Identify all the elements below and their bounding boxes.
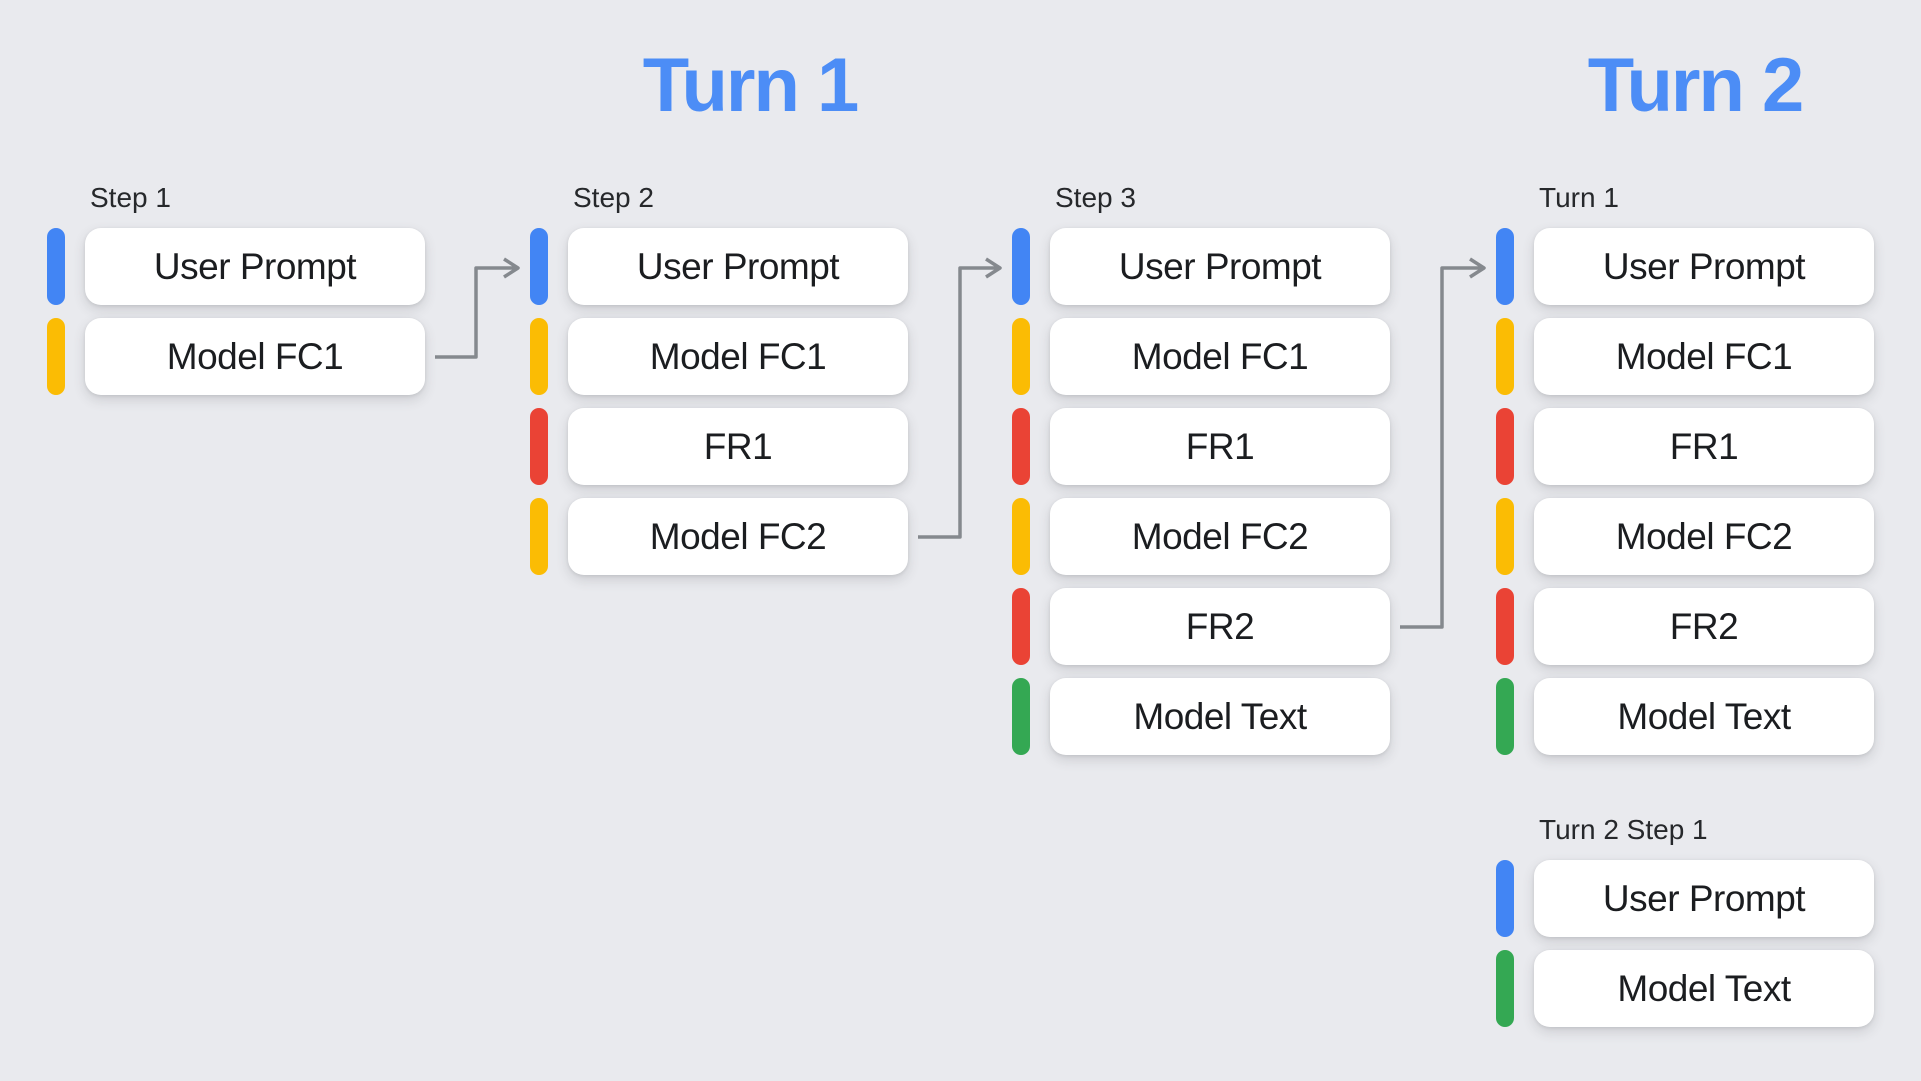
role-color-bar <box>1012 228 1030 305</box>
message-label: FR1 <box>703 425 773 467</box>
role-color-bar <box>1496 950 1514 1027</box>
role-color-bar <box>1496 588 1514 665</box>
message-box: FR1 <box>1534 408 1874 485</box>
column-turn-1-history: Turn 1 User Prompt Model FC1 FR1 Model F… <box>1496 184 1874 768</box>
message-box: Model FC1 <box>85 318 425 395</box>
message-box: Model FC1 <box>568 318 908 395</box>
message-label: FR2 <box>1185 605 1255 647</box>
message-row: Model FC1 <box>1496 318 1874 395</box>
message-row: User Prompt <box>530 228 908 305</box>
arrow-step2-to-step3-icon <box>918 257 1002 539</box>
message-box: User Prompt <box>1534 860 1874 937</box>
message-label: User Prompt <box>1602 245 1806 287</box>
message-label: Model FC2 <box>649 515 827 557</box>
message-box: FR2 <box>1534 588 1874 665</box>
role-color-bar <box>1012 408 1030 485</box>
message-box: User Prompt <box>85 228 425 305</box>
column-step-2: Step 2 User Prompt Model FC1 FR1 Model F… <box>530 184 908 588</box>
message-row: Model FC1 <box>1012 318 1390 395</box>
message-label: Model FC2 <box>1615 515 1793 557</box>
message-box: Model FC2 <box>568 498 908 575</box>
message-row: Model FC2 <box>530 498 908 575</box>
message-row: Model FC2 <box>1012 498 1390 575</box>
message-row: User Prompt <box>1496 228 1874 305</box>
role-color-bar <box>530 498 548 575</box>
turn-1-heading: Turn 1 <box>642 43 860 128</box>
message-box: Model Text <box>1534 950 1874 1027</box>
role-color-bar <box>1012 678 1030 755</box>
column-label: Step 3 <box>1055 182 1136 213</box>
column-label: Step 1 <box>90 182 171 213</box>
message-label: User Prompt <box>1118 245 1322 287</box>
role-color-bar <box>1496 678 1514 755</box>
message-label: FR1 <box>1669 425 1739 467</box>
message-box: Model Text <box>1050 678 1390 755</box>
message-row: User Prompt <box>1496 860 1874 937</box>
message-box: Model FC1 <box>1050 318 1390 395</box>
role-color-bar <box>1496 228 1514 305</box>
message-box: FR1 <box>1050 408 1390 485</box>
message-row: Model Text <box>1496 678 1874 755</box>
message-row: FR1 <box>530 408 908 485</box>
role-color-bar <box>1012 498 1030 575</box>
message-label: Model FC1 <box>166 335 344 377</box>
column-label: Step 2 <box>573 182 654 213</box>
message-label: User Prompt <box>153 245 357 287</box>
message-label: Model FC1 <box>1615 335 1793 377</box>
role-color-bar <box>530 228 548 305</box>
message-label: User Prompt <box>636 245 840 287</box>
message-box: FR2 <box>1050 588 1390 665</box>
role-color-bar <box>1496 408 1514 485</box>
message-box: User Prompt <box>568 228 908 305</box>
turn-2-heading: Turn 2 <box>1587 43 1805 128</box>
role-color-bar <box>1496 498 1514 575</box>
column-label: Turn 2 Step 1 <box>1539 814 1708 845</box>
message-label: Model Text <box>1617 695 1791 737</box>
column-step-1: Step 1 User Prompt Model FC1 <box>47 184 425 408</box>
message-row: Model Text <box>1012 678 1390 755</box>
message-row: User Prompt <box>47 228 425 305</box>
role-color-bar <box>47 318 65 395</box>
message-label: FR1 <box>1185 425 1255 467</box>
role-color-bar <box>1496 318 1514 395</box>
message-label: Model FC1 <box>1131 335 1309 377</box>
arrow-step3-to-turn1-icon <box>1400 257 1486 629</box>
message-label: User Prompt <box>1602 877 1806 919</box>
message-row: Model FC1 <box>47 318 425 395</box>
role-color-bar <box>1012 318 1030 395</box>
role-color-bar <box>1496 860 1514 937</box>
message-label: FR2 <box>1669 605 1739 647</box>
role-color-bar <box>530 318 548 395</box>
role-color-bar <box>47 228 65 305</box>
message-label: Model Text <box>1133 695 1307 737</box>
message-row: Model FC2 <box>1496 498 1874 575</box>
message-label: Model Text <box>1617 967 1791 1009</box>
message-box: Model FC2 <box>1534 498 1874 575</box>
message-row: Model FC1 <box>530 318 908 395</box>
column-label: Turn 1 <box>1539 182 1619 213</box>
message-box: User Prompt <box>1050 228 1390 305</box>
message-box: Model Text <box>1534 678 1874 755</box>
message-row: FR1 <box>1012 408 1390 485</box>
message-box: FR1 <box>568 408 908 485</box>
column-turn-2-step-1: Turn 2 Step 1 User Prompt Model Text <box>1496 816 1874 1040</box>
message-row: FR2 <box>1496 588 1874 665</box>
arrow-step1-to-step2-icon <box>435 257 520 359</box>
message-row: Model Text <box>1496 950 1874 1027</box>
role-color-bar <box>530 408 548 485</box>
message-box: Model FC2 <box>1050 498 1390 575</box>
role-color-bar <box>1012 588 1030 665</box>
message-label: Model FC1 <box>649 335 827 377</box>
column-step-3: Step 3 User Prompt Model FC1 FR1 Model F… <box>1012 184 1390 768</box>
message-label: Model FC2 <box>1131 515 1309 557</box>
message-row: FR1 <box>1496 408 1874 485</box>
message-box: User Prompt <box>1534 228 1874 305</box>
message-row: User Prompt <box>1012 228 1390 305</box>
message-row: FR2 <box>1012 588 1390 665</box>
message-box: Model FC1 <box>1534 318 1874 395</box>
